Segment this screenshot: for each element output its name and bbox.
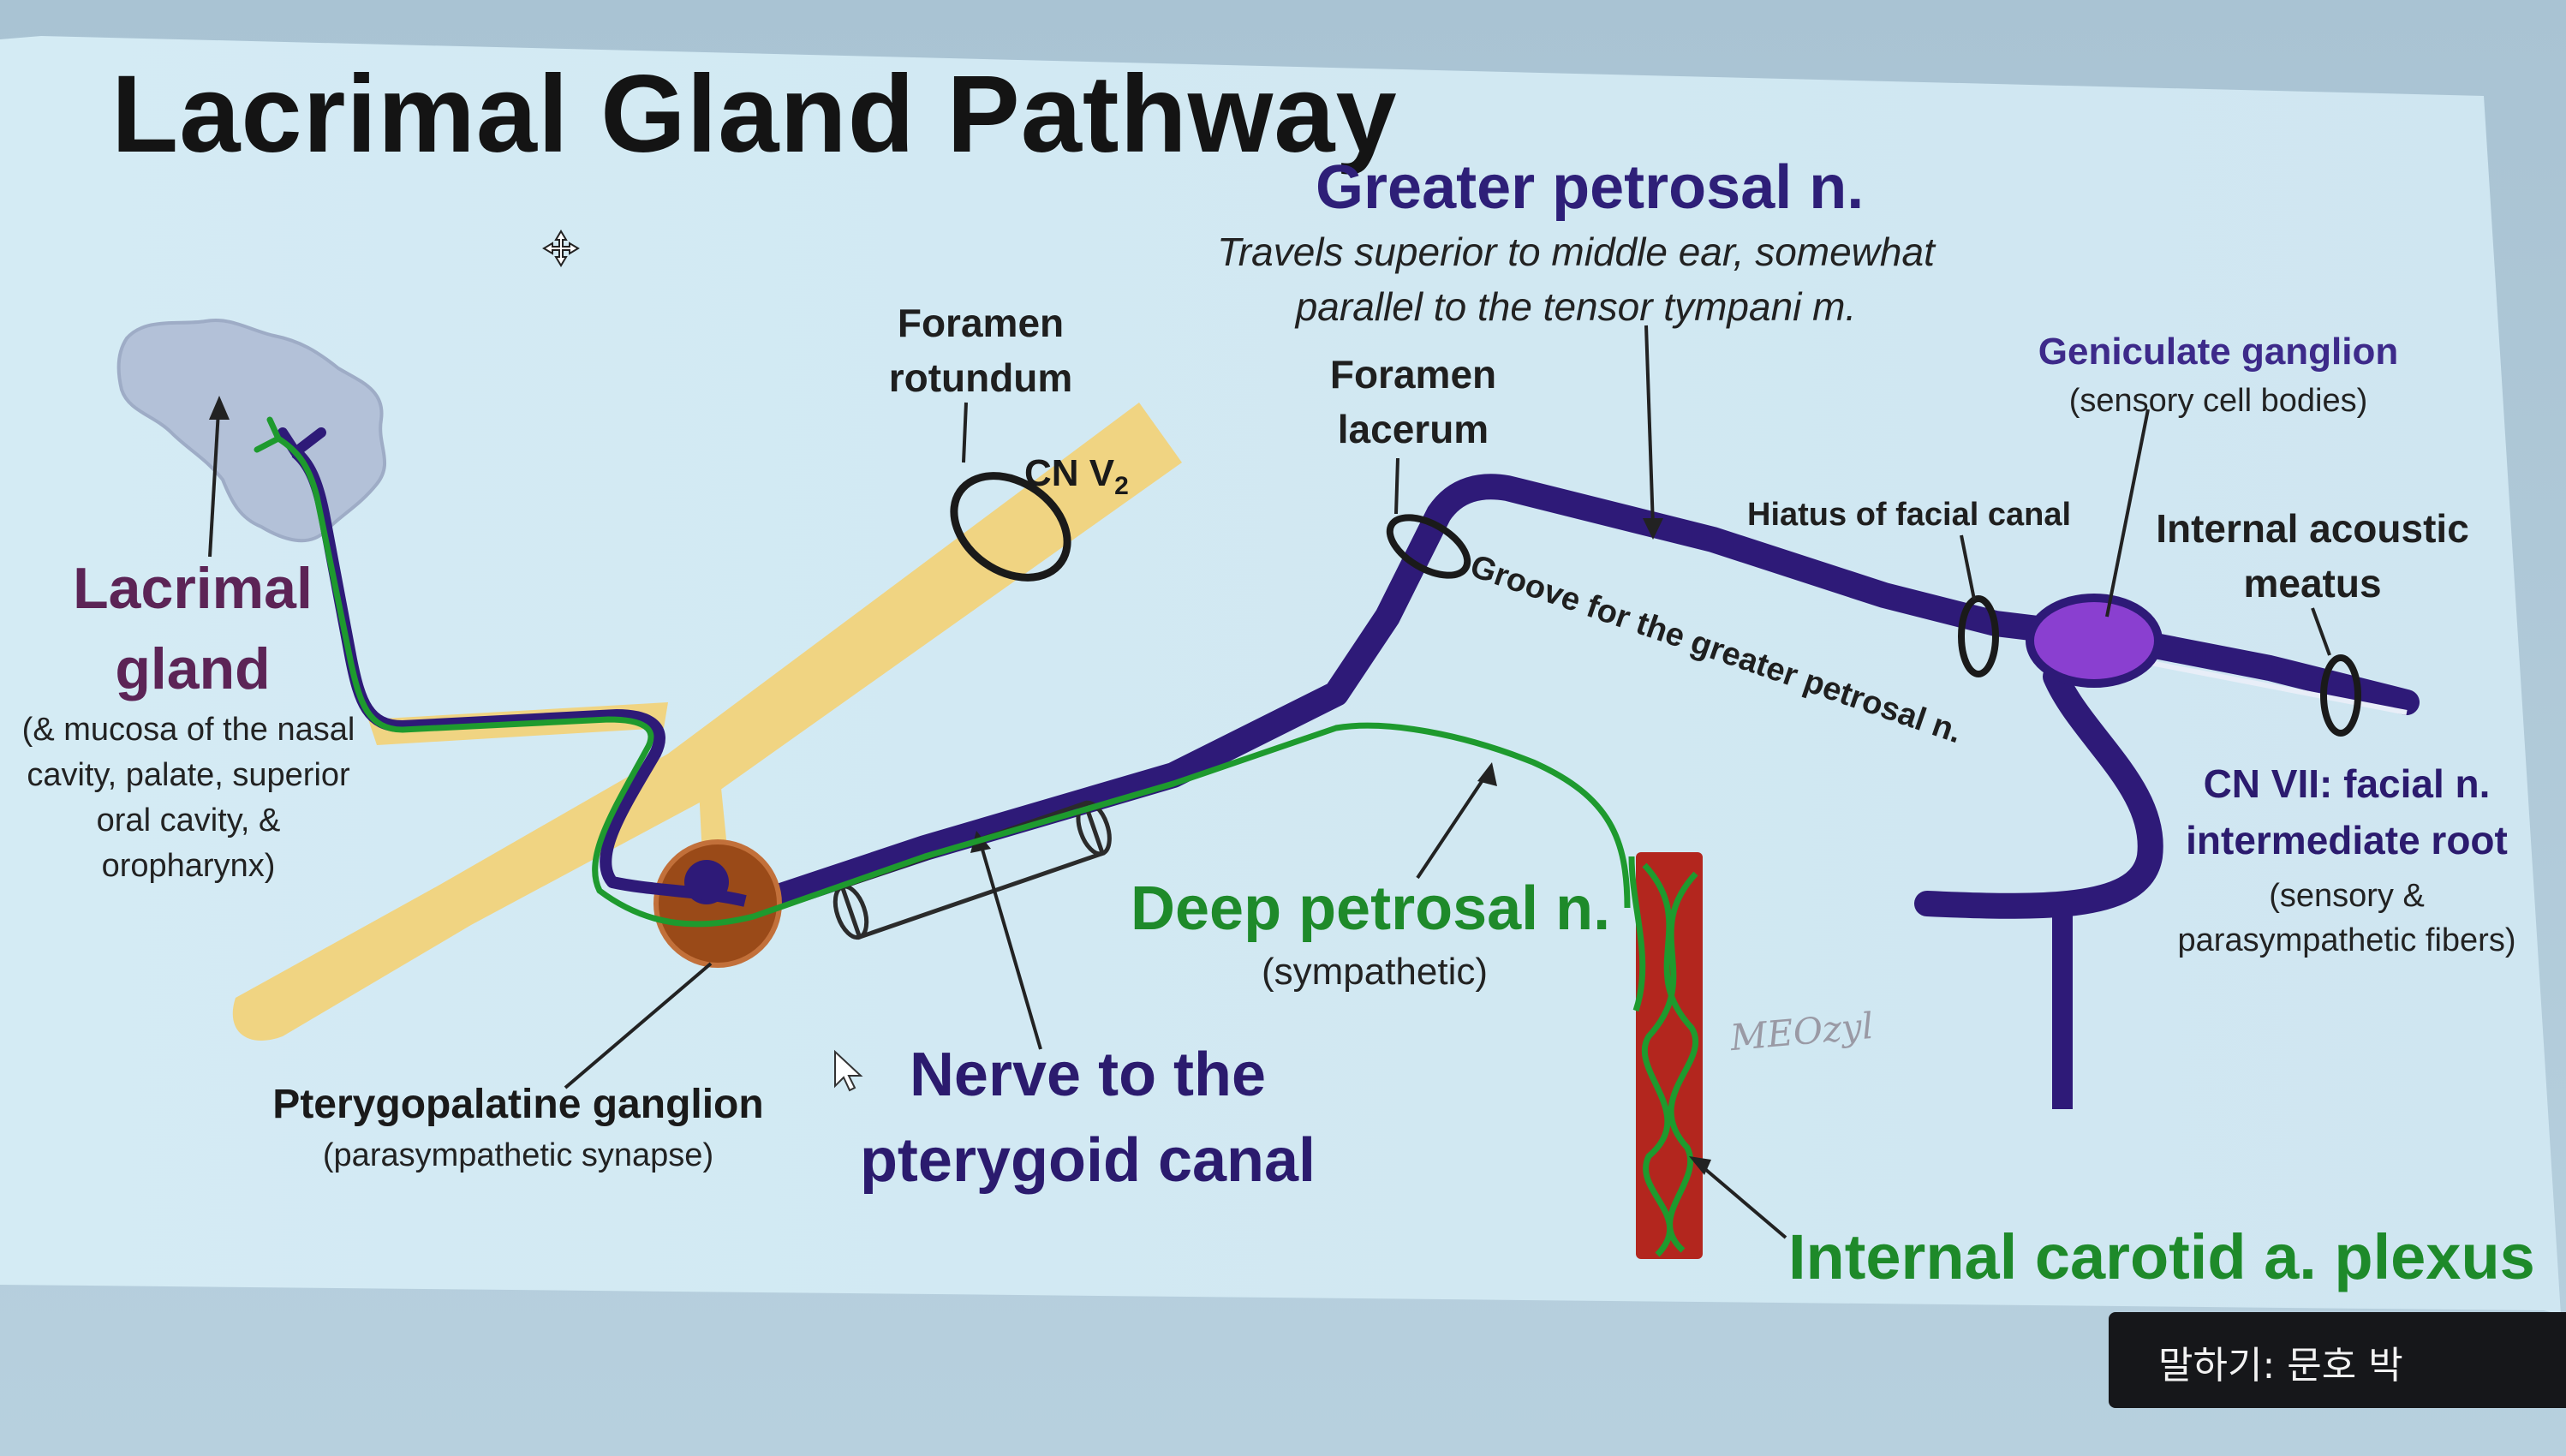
- facial-root-gap: [2132, 657, 2408, 715]
- deep-petrosal-note: (sympathetic): [1261, 951, 1489, 993]
- arrow-cursor-icon: [834, 1049, 863, 1092]
- pterygopalatine-ganglion-label: Pterygopalatine ganglion: [272, 1082, 764, 1127]
- slide-title: Lacrimal Gland Pathway: [111, 53, 1398, 176]
- slide-face: [0, 36, 2561, 1315]
- cn-vii-label: CN VII: facial n. intermediate root: [2186, 761, 2508, 862]
- deep-petrosal-label: Deep petrosal n.: [1131, 874, 1611, 943]
- postganglionic-parasympathetic: [291, 447, 747, 907]
- cn-vii-note: (sensory & parasympathetic fibers): [2177, 878, 2516, 958]
- cn-v2-label: CN V2: [1024, 452, 1129, 500]
- speaker-caption-text: 말하기: 문호 박: [2158, 1344, 2403, 1387]
- internal-carotid-artery: [1636, 852, 1703, 1259]
- greater-petrosal-nerve: [745, 474, 2420, 916]
- foramen-lacerum-label: Foramen lacerum: [1329, 352, 1497, 451]
- greater-petrosal-label: Greater petrosal n.: [1316, 153, 1865, 222]
- lacrimal-gland-note: (& mucosa of the nasal cavity, palate, s…: [21, 712, 355, 884]
- foramen-lacerum-ring: [1386, 514, 1471, 579]
- hiatus-ring: [1958, 595, 1999, 677]
- greater-petrosal-description: Travels superior to middle ear, somewhat…: [1217, 230, 1935, 329]
- ganglion-stalk: [698, 771, 728, 856]
- sympathetic-path: [277, 436, 1631, 928]
- nerve-pterygoid-canal-label: Nerve to the pterygoid canal: [859, 1041, 1316, 1195]
- carotid-plexus-net: [1628, 856, 1699, 1257]
- maxillary-nerve-main: [232, 403, 1183, 1041]
- foramen-rotundum-ring: [950, 472, 1071, 582]
- move-cursor-icon: [542, 230, 580, 267]
- pterygopalatine-ganglion-shape: [653, 839, 782, 968]
- internal-carotid-plexus-label: Internal carotid a. plexus: [1788, 1221, 2535, 1292]
- speaker-caption-bar: 말하기: 문호 박: [2109, 1312, 2566, 1408]
- foramen-rotundum-label: Foramen rotundum: [888, 301, 1073, 400]
- geniculate-ganglion-note: (sensory cell bodies): [2068, 383, 2368, 419]
- hiatus-label: Hiatus of facial canal: [1747, 497, 2072, 533]
- geniculate-ganglion-label: Geniculate ganglion: [2038, 331, 2399, 373]
- lacrimal-gland-label: Lacrimal gland: [73, 556, 313, 701]
- pterygopalatine-ganglion-note: (parasympathetic synapse): [322, 1137, 714, 1173]
- geniculate-ganglion-shape: [2026, 594, 2163, 688]
- iam-ring: [2320, 654, 2361, 737]
- internal-acoustic-meatus-label: Internal acoustic meatus: [2156, 506, 2469, 606]
- facial-nerve-descending: [1914, 664, 2163, 919]
